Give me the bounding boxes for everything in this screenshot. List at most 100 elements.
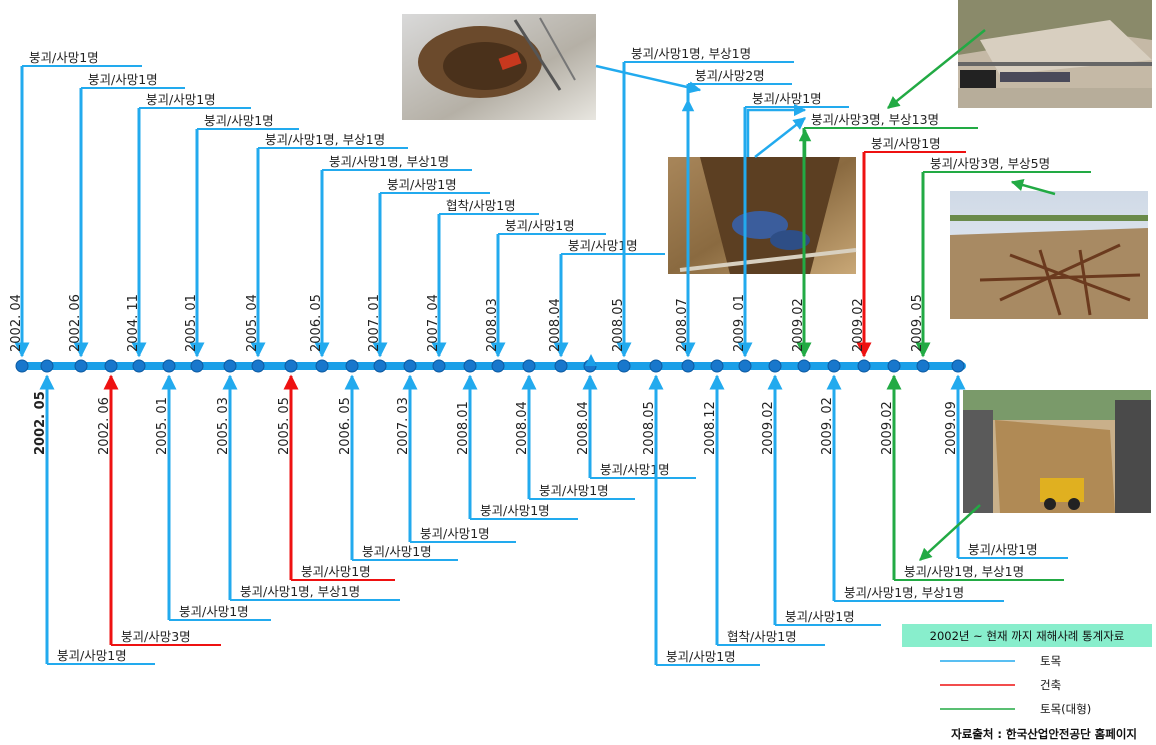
photo-pointer-arrow bbox=[596, 66, 700, 90]
event-label: 붕괴/사망1명 bbox=[505, 218, 575, 233]
event-label: 붕괴/사망1명 bbox=[88, 72, 158, 87]
bottom-event: 붕괴/사망1명2008.04 bbox=[515, 376, 635, 499]
event-label: 붕괴/사망1명 bbox=[362, 544, 432, 559]
event-date: 2008.05 bbox=[642, 401, 657, 455]
timeline-node bbox=[191, 360, 203, 372]
timeline-node bbox=[433, 360, 445, 372]
event-date: 2005. 01 bbox=[155, 397, 170, 455]
event-date: 2008.04 bbox=[548, 298, 563, 352]
event-label: 붕괴/사망1명 bbox=[600, 462, 670, 477]
event-date: 2007. 04 bbox=[426, 294, 441, 352]
timeline-node bbox=[682, 360, 694, 372]
timeline-node bbox=[16, 360, 28, 372]
event-label: 붕괴/사망1명, 부상1명 bbox=[844, 585, 964, 600]
timeline-node bbox=[769, 360, 781, 372]
event-label: 붕괴/사망1명 bbox=[568, 238, 638, 253]
event-label: 붕괴/사망3명, 부상5명 bbox=[930, 156, 1050, 171]
top-event: 붕괴/사망1명 2005. 01 bbox=[184, 113, 299, 356]
legend-label-civil: 토목 bbox=[1040, 654, 1061, 668]
timeline-node bbox=[404, 360, 416, 372]
retaining-wall-collapse-photo bbox=[963, 390, 1151, 513]
collapsed-formwork-photo bbox=[950, 191, 1148, 319]
event-date: 2006. 05 bbox=[338, 397, 353, 455]
event-date: 2009.02 bbox=[851, 298, 866, 352]
event-label: 붕괴/사망1명 bbox=[480, 503, 550, 518]
event-date: 2002. 06 bbox=[68, 294, 83, 352]
event-date: 2007. 03 bbox=[396, 397, 411, 455]
timeline-node bbox=[41, 360, 53, 372]
event-date: 2008.07 bbox=[675, 298, 690, 352]
event-label: 붕괴/사망1명, 부상1명 bbox=[240, 584, 360, 599]
timeline-node bbox=[952, 360, 964, 372]
bottom-event: 붕괴/사망1명 2002. 05 bbox=[33, 376, 155, 664]
event-label: 붕괴/사망1명 bbox=[968, 542, 1038, 557]
event-label: 붕괴/사망1명 bbox=[301, 564, 371, 579]
timeline-node bbox=[523, 360, 535, 372]
event-date: 2005. 01 bbox=[184, 294, 199, 352]
event-date: 2005. 05 bbox=[277, 397, 292, 455]
timeline-node bbox=[828, 360, 840, 372]
event-label: 붕괴/사망1명, 부상1명 bbox=[904, 564, 1024, 579]
event-date: 2009. 01 bbox=[732, 294, 747, 352]
event-label: 붕괴/사망1명 bbox=[871, 136, 941, 151]
timeline-node bbox=[133, 360, 145, 372]
event-date: 2008.05 bbox=[611, 298, 626, 352]
event-label: 붕괴/사망3명 bbox=[121, 629, 191, 644]
timeline-node bbox=[711, 360, 723, 372]
timeline-node bbox=[285, 360, 297, 372]
legend-label-building: 건축 bbox=[1040, 678, 1061, 692]
event-date: 2009. 02 bbox=[820, 397, 835, 455]
event-label: 붕괴/사망3명, 부상13명 bbox=[811, 112, 939, 127]
timeline-node bbox=[316, 360, 328, 372]
timeline-node bbox=[888, 360, 900, 372]
event-label: 붕괴/사망1명 bbox=[204, 113, 274, 128]
event-label: 붕괴/사망1명 bbox=[29, 50, 99, 65]
event-date: 2002. 05 bbox=[33, 391, 48, 455]
event-date: 2009. 05 bbox=[910, 294, 925, 352]
timeline-node bbox=[224, 360, 236, 372]
event-date: 2004. 11 bbox=[126, 294, 141, 352]
excavation-photo bbox=[402, 14, 596, 120]
hillside-collapse-photo bbox=[958, 0, 1152, 108]
photo-pointer-arrow bbox=[755, 118, 805, 157]
event-date: 2008.04 bbox=[515, 401, 530, 455]
timeline-node bbox=[618, 360, 630, 372]
timeline-node bbox=[105, 360, 117, 372]
event-date: 2006. 05 bbox=[309, 294, 324, 352]
event-date: 2008.03 bbox=[485, 298, 500, 352]
event-date: 2007. 01 bbox=[367, 294, 382, 352]
timeline-node bbox=[858, 360, 870, 372]
event-label: 붕괴/사망1명 bbox=[387, 177, 457, 192]
event-date: 2009.02 bbox=[761, 401, 776, 455]
timeline-node bbox=[650, 360, 662, 372]
timeline-node bbox=[798, 360, 810, 372]
timeline-node bbox=[492, 360, 504, 372]
legend-title: 2002년 ~ 현재 까지 재해사례 통계자료 bbox=[930, 629, 1125, 643]
event-label: 붕괴/사망1명, 부상1명 bbox=[265, 132, 385, 147]
event-label: 붕괴/사망2명 bbox=[695, 68, 765, 83]
event-label: 협착/사망1명 bbox=[446, 198, 516, 213]
event-label: 붕괴/사망1명 bbox=[666, 649, 736, 664]
source-note: 자료출처 : 한국산업안전공단 홈페이지 bbox=[951, 727, 1137, 741]
top-event: 붕괴/사망1명 2008.04 bbox=[548, 238, 665, 356]
event-label: 협착/사망1명 bbox=[727, 629, 797, 644]
event-label: 붕괴/사망1명, 부상1명 bbox=[329, 154, 449, 169]
bottom-event: 붕괴/사망1명 2008.05 bbox=[642, 376, 760, 665]
event-date: 2002. 06 bbox=[97, 397, 112, 455]
timeline-node bbox=[739, 360, 751, 372]
timeline-node bbox=[555, 360, 567, 372]
event-label: 붕괴/사망1명 bbox=[57, 648, 127, 663]
event-date: 2009.02 bbox=[791, 298, 806, 352]
event-date: 2008.01 bbox=[456, 401, 471, 455]
photo-pointer-arrow bbox=[748, 110, 805, 157]
bottom-event: 붕괴/사망1명 2008.04 bbox=[576, 376, 696, 478]
pipe-trench-photo bbox=[668, 157, 856, 274]
event-date: 2008.04 bbox=[576, 401, 591, 455]
timeline-node bbox=[374, 360, 386, 372]
event-date: 2002. 04 bbox=[9, 294, 24, 352]
event-date: 2008.12 bbox=[703, 401, 718, 455]
event-date: 2009.02 bbox=[880, 401, 895, 455]
legend: 2002년 ~ 현재 까지 재해사례 통계자료 토목 건축 토목(대형) bbox=[902, 624, 1152, 716]
